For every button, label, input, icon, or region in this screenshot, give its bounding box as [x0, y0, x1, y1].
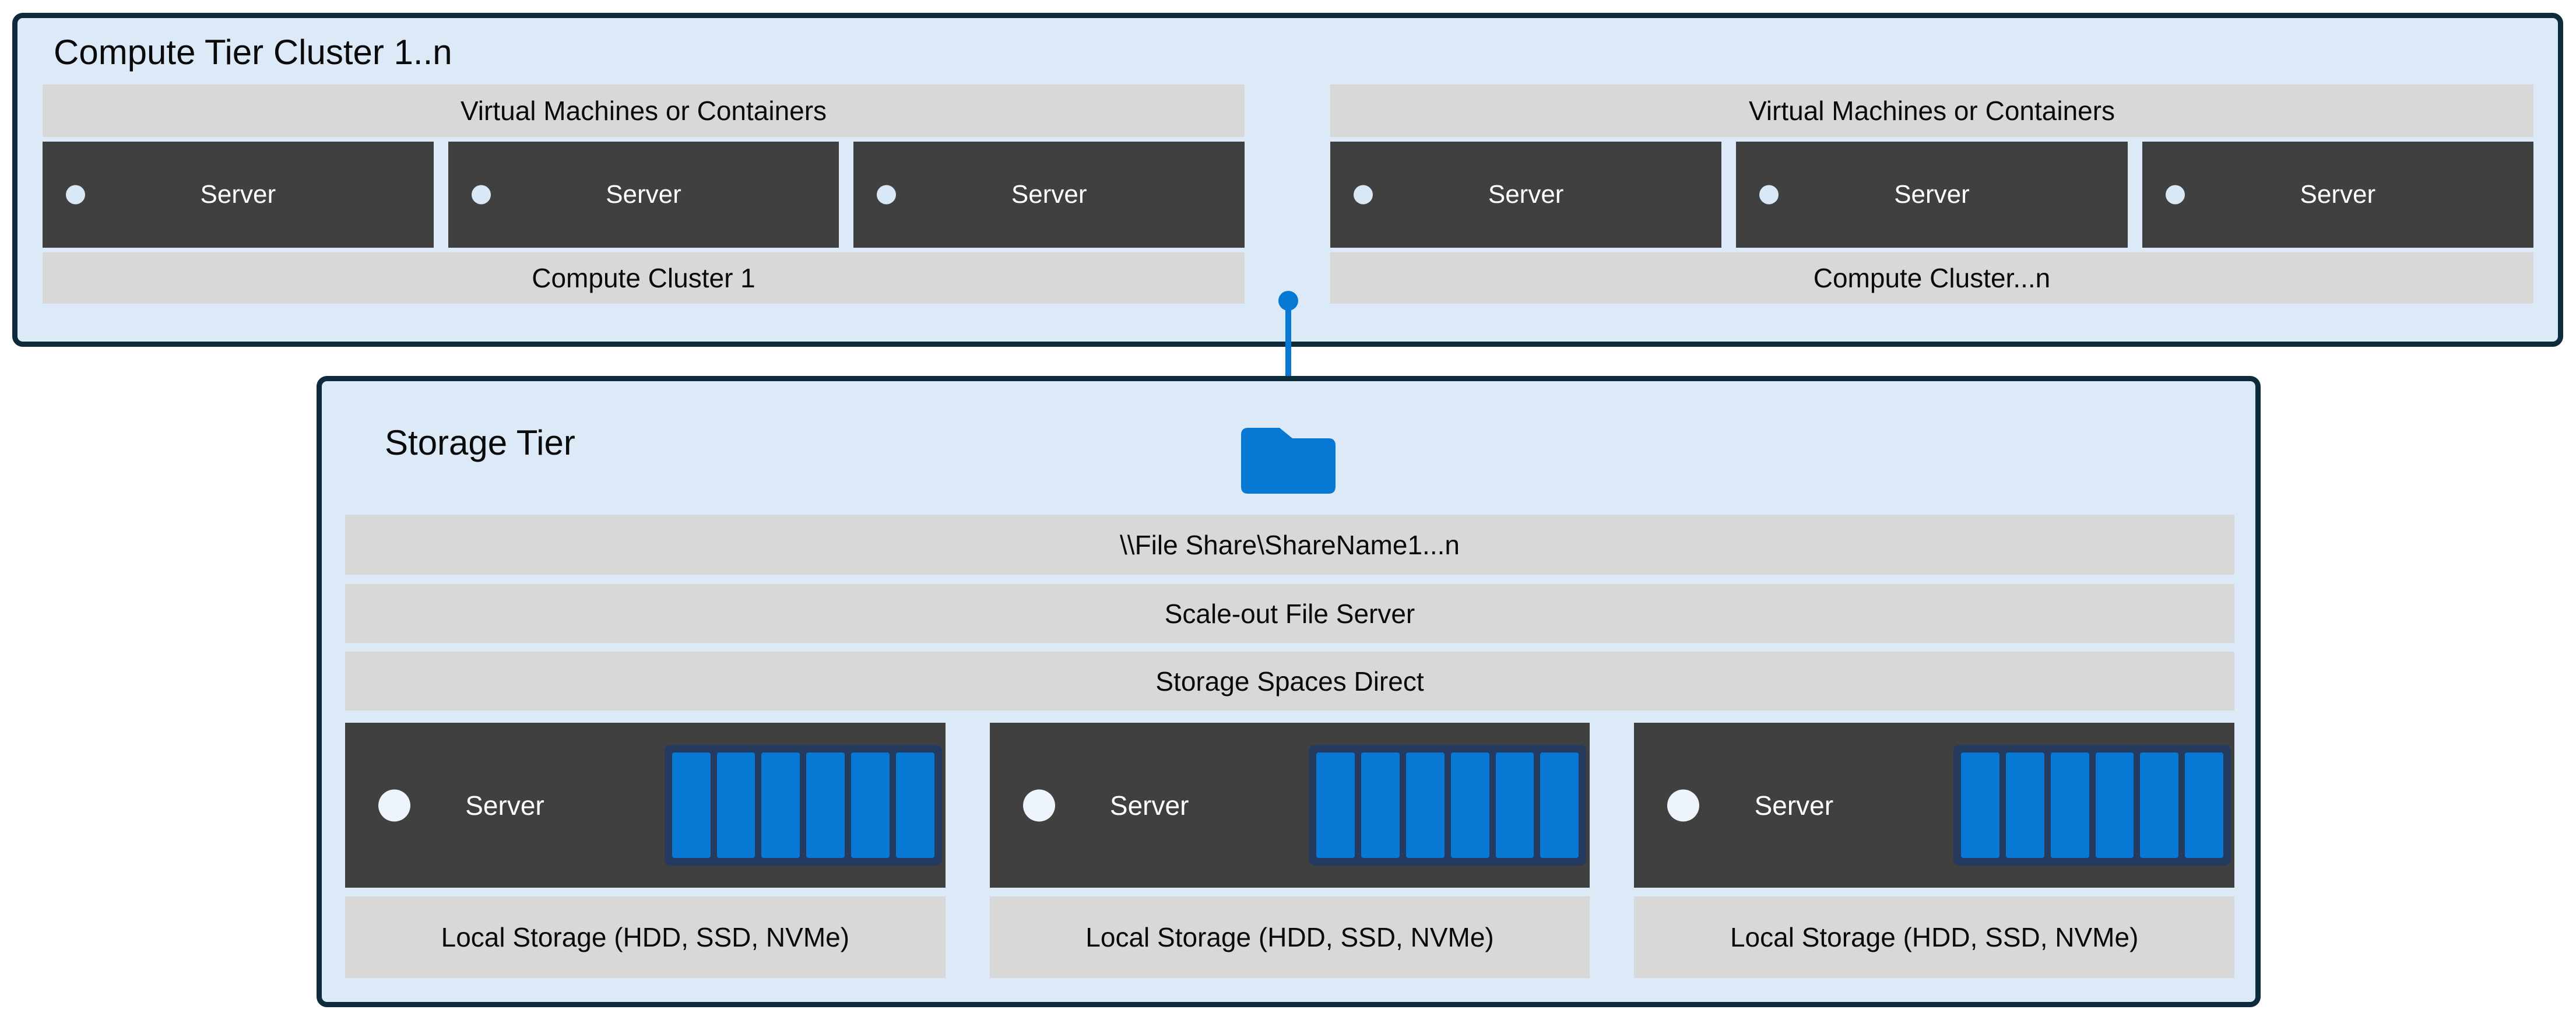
- server-label: Server: [1109, 790, 1189, 821]
- storage-spaces-direct-bar: Storage Spaces Direct: [345, 652, 2234, 711]
- disk: [851, 752, 890, 858]
- storage-server: Server: [1634, 723, 2235, 888]
- server-label: Server: [465, 790, 544, 821]
- server-label: Server: [1894, 180, 1970, 209]
- server-label: Server: [200, 180, 276, 209]
- disk-array-icon: [1953, 745, 2231, 866]
- compute-server: Server: [1330, 142, 1722, 248]
- server-dot-icon: [378, 789, 410, 821]
- storage-server: Server: [989, 723, 1590, 888]
- compute-server: Server: [43, 142, 434, 248]
- compute-server: Server: [448, 142, 839, 248]
- compute-server: Server: [1736, 142, 2128, 248]
- vm-containers-bar-cluster-n: Virtual Machines or Containers: [1330, 85, 2533, 137]
- server-dot-icon: [1667, 789, 1700, 821]
- server-dot-icon: [877, 185, 897, 205]
- disk: [1361, 752, 1400, 858]
- disk: [895, 752, 934, 858]
- server-label: Server: [2300, 180, 2376, 209]
- file-share-folder-icon: [1241, 428, 1336, 494]
- scale-out-file-server-bar: Scale-out File Server: [345, 584, 2234, 643]
- disk: [2140, 752, 2179, 858]
- server-label: Server: [1011, 180, 1087, 209]
- storage-server: Server: [345, 723, 946, 888]
- disk-array-icon: [664, 745, 942, 866]
- server-label: Server: [1754, 790, 1834, 821]
- compute-server: Server: [2142, 142, 2533, 248]
- disk: [1316, 752, 1355, 858]
- server-dot-icon: [1759, 185, 1779, 205]
- server-dot-icon: [1022, 789, 1055, 821]
- disk: [1495, 752, 1534, 858]
- server-dot-icon: [1354, 185, 1373, 205]
- disk: [761, 752, 800, 858]
- disk: [806, 752, 845, 858]
- compute-tier-title: Compute Tier Cluster 1..n: [54, 33, 452, 72]
- disk: [1450, 752, 1489, 858]
- compute-cluster-n-bar: Compute Cluster...n: [1330, 252, 2533, 304]
- server-label: Server: [1488, 180, 1564, 209]
- server-dot-icon: [2165, 185, 2185, 205]
- storage-tier-title: Storage Tier: [385, 423, 575, 462]
- cluster-n-server-row: Server Server Server: [1330, 142, 2533, 248]
- disk: [672, 752, 711, 858]
- disk: [2185, 752, 2223, 858]
- disk: [716, 752, 755, 858]
- local-storage-bar: Local Storage (HDD, SSD, NVMe): [1634, 896, 2235, 978]
- local-storage-row: Local Storage (HDD, SSD, NVMe) Local Sto…: [345, 896, 2235, 978]
- file-share-bar: \\File Share\ShareName1...n: [345, 515, 2234, 575]
- vm-containers-bar-cluster1: Virtual Machines or Containers: [43, 85, 1245, 137]
- storage-server-row: Server Server Serv: [345, 723, 2235, 888]
- compute-cluster1-bar: Compute Cluster 1: [43, 252, 1245, 304]
- disk: [2050, 752, 2089, 858]
- disk: [2005, 752, 2044, 858]
- server-dot-icon: [66, 185, 85, 205]
- server-dot-icon: [471, 185, 491, 205]
- cluster1-server-row: Server Server Server: [43, 142, 1245, 248]
- disk: [1406, 752, 1445, 858]
- server-label: Server: [606, 180, 681, 209]
- disk: [2095, 752, 2134, 858]
- compute-server: Server: [853, 142, 1245, 248]
- local-storage-bar: Local Storage (HDD, SSD, NVMe): [345, 896, 946, 978]
- disk: [1961, 752, 1999, 858]
- compute-to-storage-connector-line: [1285, 301, 1291, 413]
- local-storage-bar: Local Storage (HDD, SSD, NVMe): [989, 896, 1590, 978]
- disk-array-icon: [1309, 745, 1587, 866]
- connector-dot-top-icon: [1278, 291, 1298, 311]
- disk: [1540, 752, 1579, 858]
